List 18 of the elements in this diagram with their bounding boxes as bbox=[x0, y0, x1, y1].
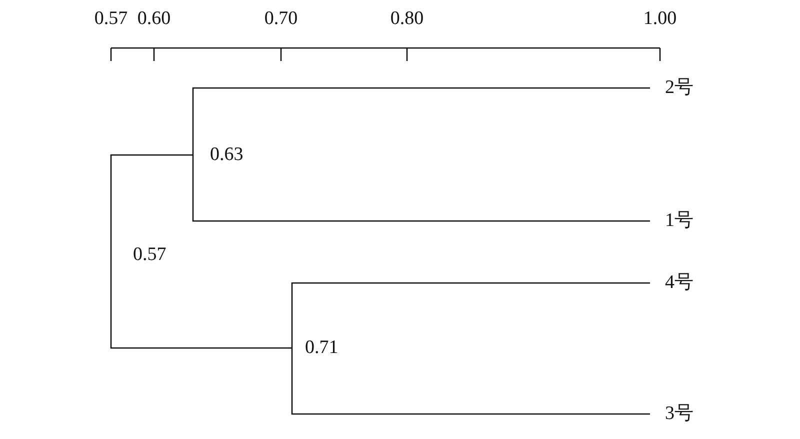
dendrogram-branch bbox=[291, 282, 650, 348]
dendrogram-branch bbox=[192, 87, 650, 155]
tick-label: 0.57 bbox=[94, 8, 128, 30]
dendrogram-branch bbox=[291, 348, 650, 415]
leaf-label: 4号 bbox=[650, 273, 710, 293]
leaf-label: 3号 bbox=[650, 404, 710, 424]
tick-label: 0.60 bbox=[137, 8, 171, 30]
cluster-value: 0.57 bbox=[111, 245, 181, 265]
tick-label: 0.80 bbox=[390, 8, 424, 30]
tick-label: 1.00 bbox=[643, 8, 677, 30]
dendrogram-branch bbox=[192, 155, 650, 222]
leaf-label: 2号 bbox=[650, 78, 710, 98]
dendrogram-branch bbox=[110, 154, 193, 255]
cluster-value: 0.63 bbox=[193, 145, 258, 165]
tick-label: 0.70 bbox=[264, 8, 298, 30]
cluster-value: 0.71 bbox=[292, 338, 357, 358]
leaf-label: 1号 bbox=[650, 211, 710, 231]
dendrogram-branch bbox=[110, 255, 292, 349]
